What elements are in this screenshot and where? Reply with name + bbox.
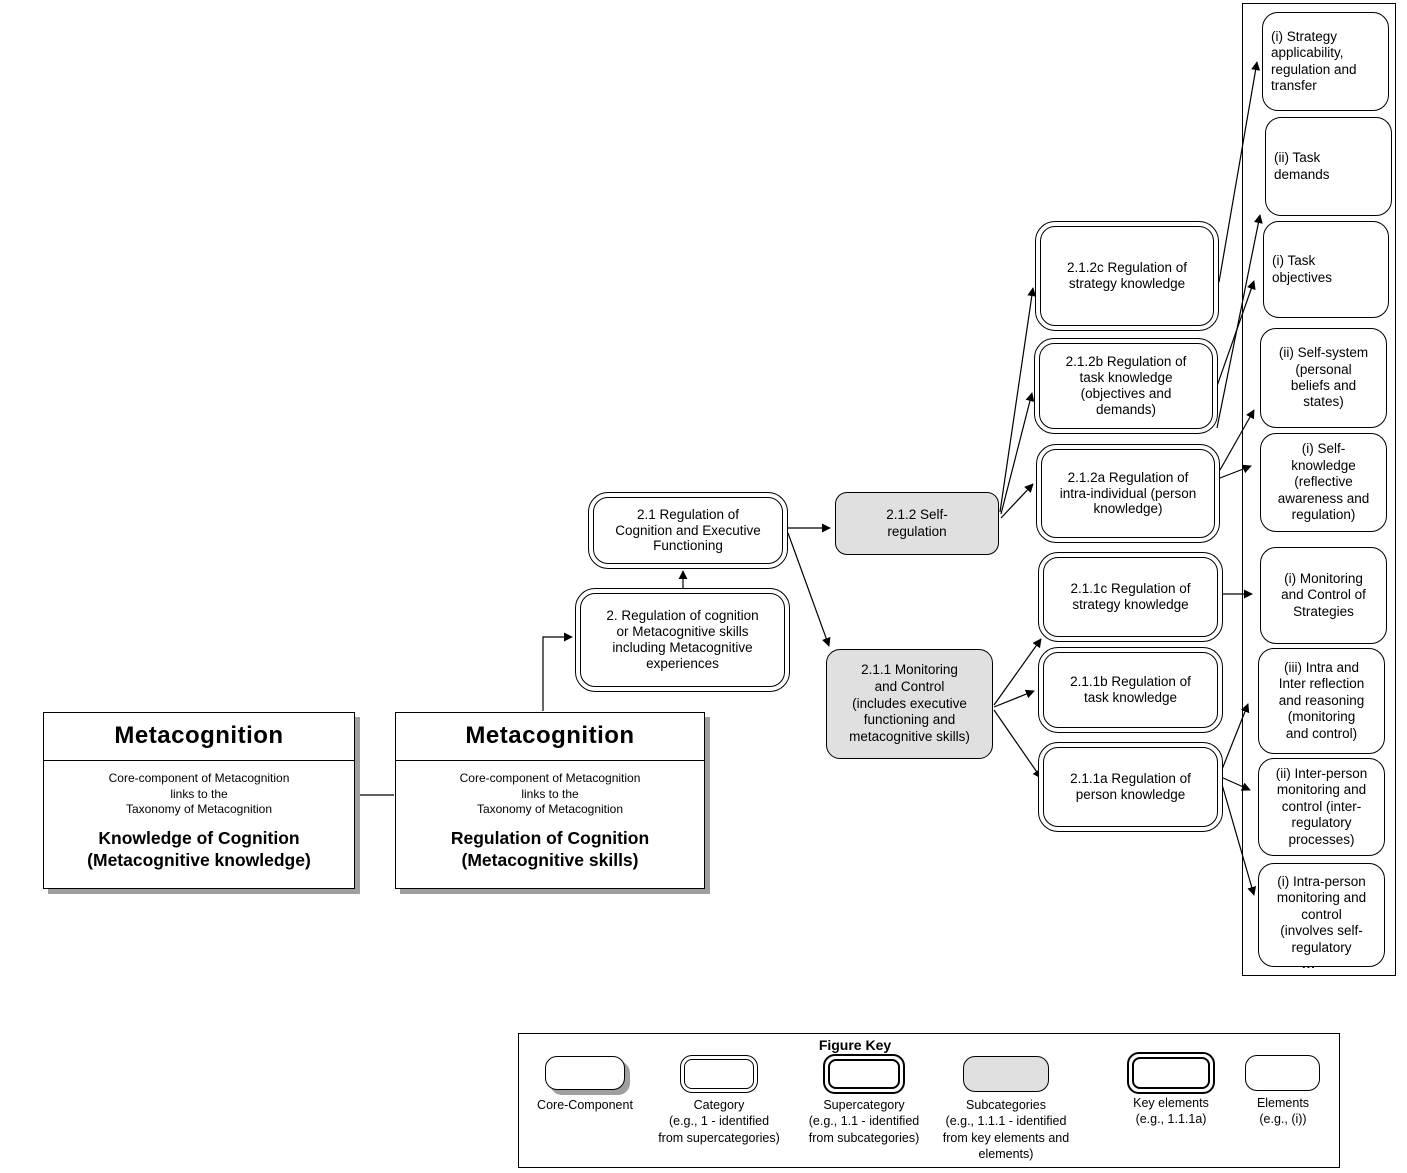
truncation-ellipsis: ... — [1302, 956, 1316, 971]
core-name-label: Regulation of Cognition (Metacognitive s… — [450, 827, 650, 870]
key-swatch-subcategories — [963, 1056, 1049, 1092]
key-element-box-2-1-2a: 2.1.2a Regulation of intra-individual (p… — [1036, 444, 1220, 543]
key-swatch-core-component — [545, 1056, 625, 1090]
key-element-box-2-1-1b: 2.1.1b Regulation of task knowledge — [1038, 647, 1223, 733]
key-swatch-category — [680, 1055, 758, 1093]
key-label-elements: Elements (e.g., (i)) — [1256, 1096, 1310, 1127]
key-element-box-2-1-1a: 2.1.1a Regulation of person knowledge — [1038, 742, 1223, 832]
core-subtitle: Core-component of Metacognition links to… — [108, 771, 290, 817]
supercategory-box-regulation-executive: 2.1 Regulation of Cognition and Executiv… — [588, 492, 788, 569]
key-label-core-component: Core-Component — [537, 1098, 633, 1112]
key-swatch-supercategory — [823, 1054, 905, 1094]
supercategory-label: 2.1 Regulation of Cognition and Executiv… — [593, 497, 783, 564]
key-element-label: 2.1.1a Regulation of person knowledge — [1043, 747, 1218, 827]
key-element-label: 2.1.1c Regulation of strategy knowledge — [1043, 557, 1218, 637]
key-element-box-2-1-2b: 2.1.2b Regulation of task knowledge (obj… — [1034, 338, 1218, 434]
key-label-category: Category (e.g., 1 - identified from supe… — [658, 1098, 780, 1145]
key-element-label: 2.1.2a Regulation of intra-individual (p… — [1041, 449, 1215, 538]
core-title: Metacognition — [396, 713, 704, 761]
element-box-strategy-applicability: (i) Strategy applicability, regulation a… — [1262, 12, 1389, 111]
key-element-label: 2.1.2b Regulation of task knowledge (obj… — [1039, 343, 1213, 429]
element-box-intra-inter-reflection: (iii) Intra and Inter reflection and rea… — [1258, 648, 1385, 754]
core-component-regulation-of-cognition: Metacognition Core-component of Metacogn… — [395, 712, 705, 889]
category-label: 2. Regulation of cognition or Metacognit… — [580, 593, 785, 687]
element-box-self-knowledge: (i) Self- knowledge (reflective awarenes… — [1260, 433, 1387, 532]
element-box-monitoring-control-strategies: (i) Monitoring and Control of Strategies — [1260, 547, 1387, 644]
core-title: Metacognition — [44, 713, 354, 761]
element-box-inter-person-monitoring: (ii) Inter-person monitoring and control… — [1258, 758, 1385, 856]
key-label-subcategories: Subcategories (e.g., 1.1.1 - identified … — [942, 1098, 1070, 1161]
key-label-key-elements: Key elements (e.g., 1.1.1a) — [1133, 1096, 1209, 1127]
element-box-intra-person-monitoring: (i) Intra-person monitoring and control … — [1258, 863, 1385, 967]
key-element-label: 2.1.2c Regulation of strategy knowledge — [1040, 226, 1214, 326]
element-box-task-objectives: (i) Task objectives — [1263, 221, 1389, 318]
key-swatch-elements — [1245, 1055, 1320, 1091]
category-box-regulation-of-cognition: 2. Regulation of cognition or Metacognit… — [575, 588, 790, 692]
key-element-box-2-1-1c: 2.1.1c Regulation of strategy knowledge — [1038, 552, 1223, 642]
element-box-self-system: (ii) Self-system (personal beliefs and s… — [1260, 328, 1387, 428]
key-label-supercategory: Supercategory (e.g., 1.1 - identified fr… — [808, 1098, 920, 1145]
element-box-task-demands: (ii) Task demands — [1265, 117, 1392, 216]
core-component-knowledge-of-cognition: Metacognition Core-component of Metacogn… — [43, 712, 355, 889]
key-element-label: 2.1.1b Regulation of task knowledge — [1043, 652, 1218, 728]
key-element-box-2-1-2c: 2.1.2c Regulation of strategy knowledge — [1035, 221, 1219, 331]
key-swatch-key-elements — [1127, 1052, 1215, 1094]
elements-column-frame — [1242, 3, 1396, 976]
figure-key-title: Figure Key — [818, 1037, 892, 1053]
subcategory-box-self-regulation: 2.1.2 Self- regulation — [835, 492, 999, 555]
core-subtitle: Core-component of Metacognition links to… — [459, 771, 641, 817]
subcategory-box-monitoring-control: 2.1.1 Monitoring and Control (includes e… — [826, 649, 993, 759]
core-name-label: Knowledge of Cognition (Metacognitive kn… — [87, 827, 311, 870]
